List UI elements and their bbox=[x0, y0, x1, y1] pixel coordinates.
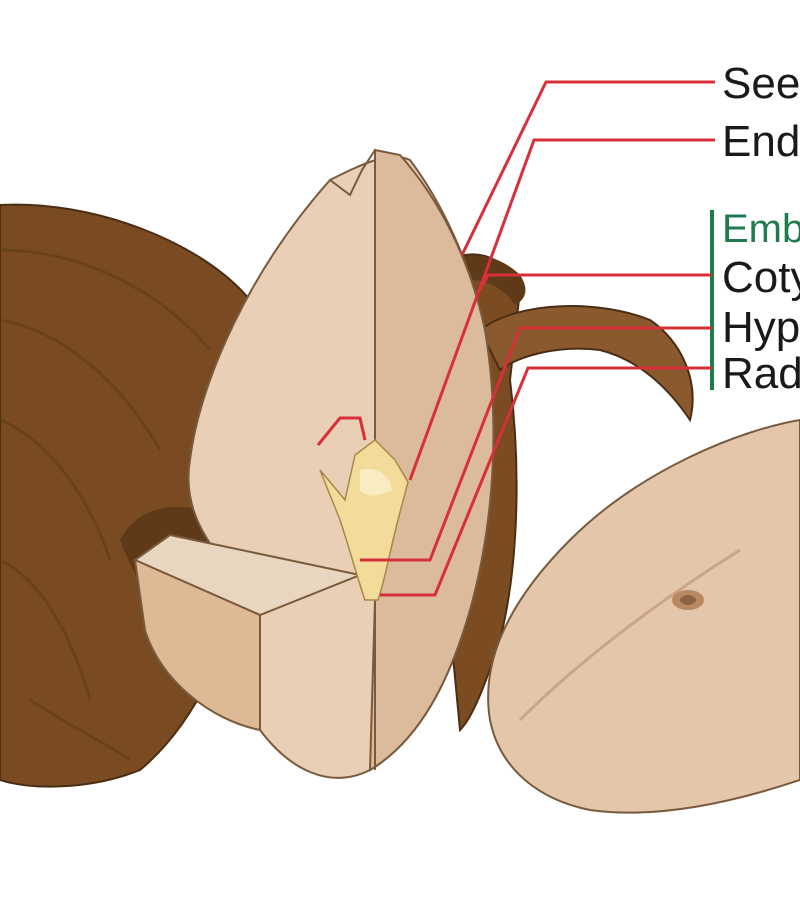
kernel-notch bbox=[329, 149, 376, 197]
label-seed-coat: Seed bbox=[722, 59, 800, 108]
label-endosperm: Endo bbox=[722, 117, 800, 166]
husk-grain-1 bbox=[0, 248, 212, 351]
leader-embryo-left bbox=[316, 416, 367, 446]
leader-hypocotyl bbox=[360, 326, 712, 562]
seed-coat-tip bbox=[450, 255, 526, 305]
husk-grain-3 bbox=[0, 418, 112, 561]
husk-grain-5 bbox=[29, 698, 131, 762]
label-hypocotyl: Hyp bbox=[722, 303, 800, 352]
label-cotyledon: Coty bbox=[722, 253, 800, 302]
kernel-cut-front bbox=[133, 558, 261, 732]
kernel-right-face bbox=[368, 148, 495, 772]
leader-seed-coat bbox=[460, 80, 715, 256]
embryo-highlight bbox=[360, 468, 392, 496]
kernel bbox=[132, 148, 495, 779]
label-radicle: Rad bbox=[722, 349, 800, 398]
leader-radicle bbox=[380, 366, 712, 597]
labels: Seed Endo Emb Coty Hyp Rad bbox=[722, 59, 800, 398]
leader-endosperm bbox=[408, 138, 715, 481]
right-half-seam bbox=[518, 548, 741, 722]
label-embryo: Emb bbox=[722, 207, 800, 251]
right-kernel-half bbox=[487, 418, 800, 814]
husk-grain-4 bbox=[0, 558, 92, 701]
seed-coat-curl bbox=[478, 305, 694, 423]
leader-cotyledon bbox=[478, 273, 712, 291]
leader-lines bbox=[316, 80, 715, 597]
right-half-spot-center bbox=[680, 595, 696, 605]
husk-grain-2 bbox=[0, 318, 162, 451]
